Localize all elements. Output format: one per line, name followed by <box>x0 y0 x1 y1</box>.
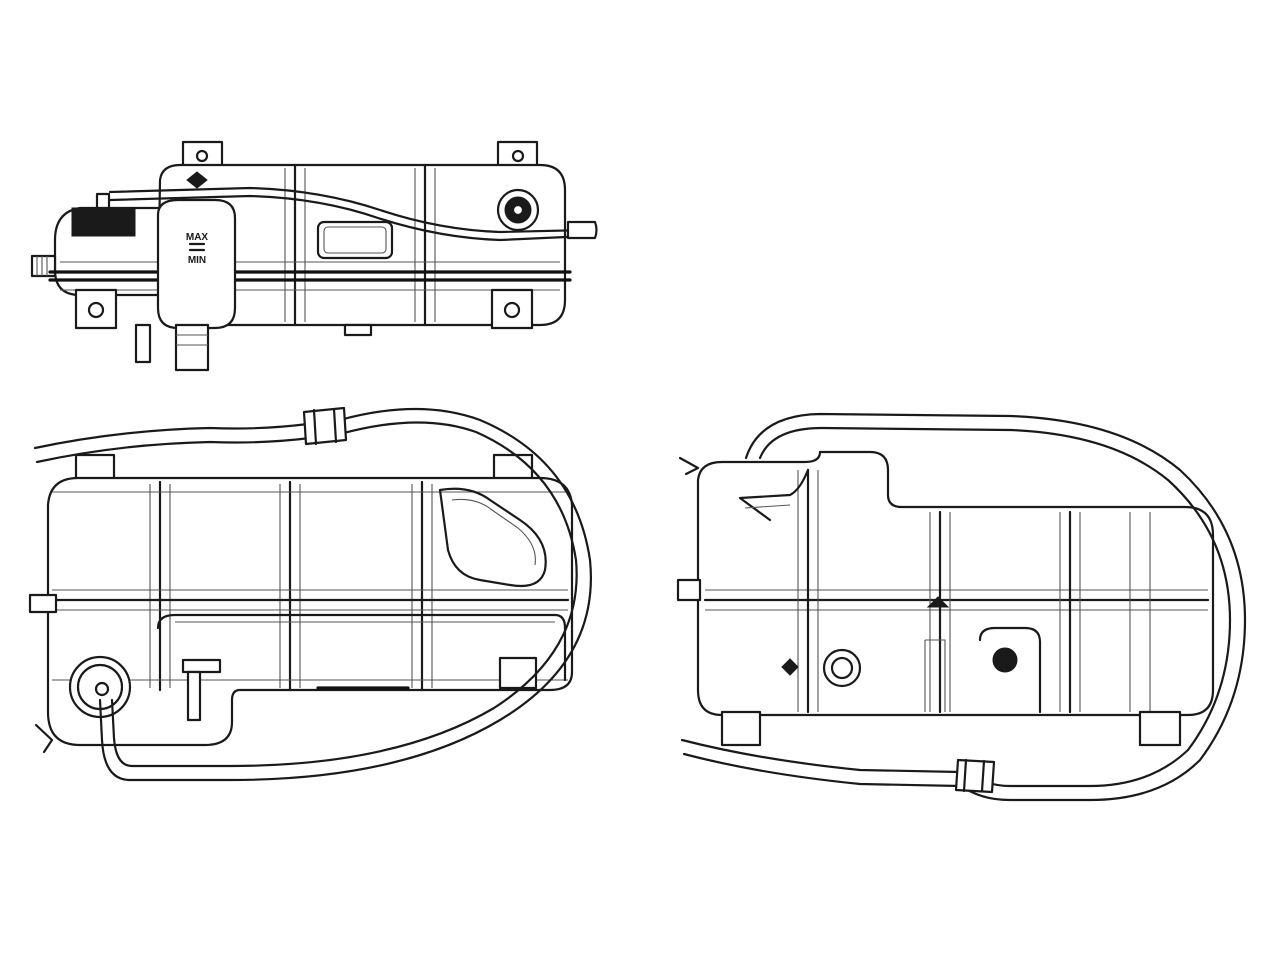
rear-view-foot-right <box>1138 710 1182 747</box>
top-view-mount-bracket-bottom-right <box>490 288 534 330</box>
rear-view-foot-left <box>720 710 762 747</box>
rear-view <box>676 412 1247 802</box>
top-view-label-plate <box>316 220 394 260</box>
front-view-tank-body <box>46 476 574 747</box>
top-view-level-window <box>156 198 237 330</box>
front-view-overflow-hose <box>33 407 592 782</box>
rear-view-tank-body <box>696 450 1215 717</box>
rear-view-overflow-hose-top <box>744 412 1247 802</box>
top-view-outlet-pipe <box>174 323 210 372</box>
top-view-overflow-hose <box>108 186 590 234</box>
front-view <box>28 406 592 782</box>
rear-view-filler-cap <box>822 648 862 688</box>
level-mark-min: MIN <box>188 255 206 266</box>
level-mark-max: MAX <box>186 232 209 243</box>
top-view-mount-bracket-bottom-left <box>74 288 118 330</box>
top-view-center-band <box>48 270 572 282</box>
rear-view-overflow-hose-bottom <box>680 738 962 774</box>
top-view: MAX MIN <box>30 140 598 372</box>
front-view-hose-clip <box>302 406 348 446</box>
rear-view-outlet <box>978 626 1042 714</box>
rear-view-hose-clip <box>954 758 996 794</box>
top-view-filler-cap <box>496 188 540 232</box>
